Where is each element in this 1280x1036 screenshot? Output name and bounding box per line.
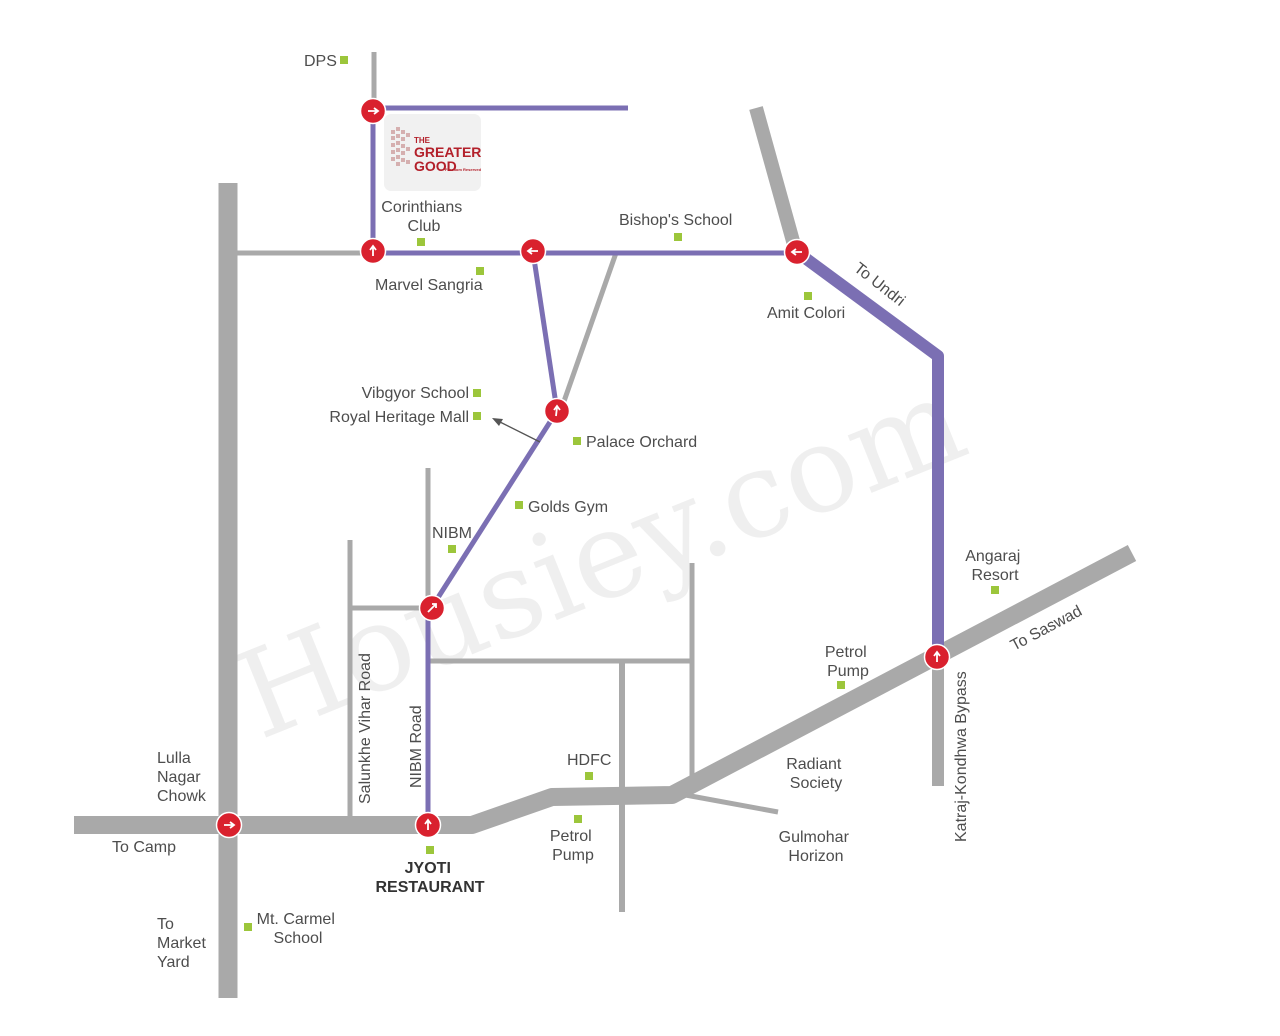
logo-mosaic-icon	[391, 127, 410, 166]
road-palace-branch	[559, 252, 619, 408]
svg-text:Freedom Reserved: Freedom Reserved	[445, 167, 482, 172]
label-golds-gym: Golds Gym	[528, 499, 608, 516]
label-amit-colori: Amit Colori	[767, 305, 845, 322]
svg-text:THE: THE	[414, 136, 431, 145]
label-lulla-nagar-chowk: Lulla Nagar Chowk	[157, 750, 207, 805]
route-palace-link	[530, 251, 560, 412]
road-camp-saswad	[74, 545, 1137, 834]
landmark-square	[448, 545, 456, 553]
marker-arrow-up-icon	[414, 811, 442, 839]
landmark-square	[473, 412, 481, 420]
landmark-square	[340, 56, 348, 64]
marker-arrow-right-icon	[359, 97, 387, 125]
landmark-square	[585, 772, 593, 780]
landmark-square	[573, 437, 581, 445]
landmark-square	[473, 389, 481, 397]
landmark-square	[244, 923, 252, 931]
direction-markers	[215, 97, 951, 839]
label-to-camp: To Camp	[112, 839, 176, 856]
route-undri-bypass	[793, 247, 944, 658]
svg-text:GOOD: GOOD	[414, 158, 457, 174]
road-undri-north	[749, 106, 803, 254]
label-corinthians-club: Corinthians Club	[381, 199, 466, 235]
landmark-square	[991, 586, 999, 594]
label-palace-orchard: Palace Orchard	[586, 434, 697, 451]
label-dps: DPS	[304, 53, 337, 70]
landmark-markers	[244, 56, 999, 931]
label-petrol-pump-east: Petrol Pump	[825, 644, 871, 680]
label-jyoti-restaurant: JYOTI RESTAURANT	[375, 860, 484, 896]
marker-arrow-up-icon	[923, 643, 951, 671]
landmark-square	[515, 501, 523, 509]
route-path	[370, 105, 944, 826]
route-diagonal-nibm	[429, 409, 560, 609]
royal-heritage-pointer	[492, 418, 541, 443]
label-royal-heritage-mall: Royal Heritage Mall	[329, 409, 469, 426]
label-petrol-pump-south: Petrol Pump	[550, 828, 596, 864]
label-angaraj-resort: Angaraj Resort	[965, 548, 1025, 584]
landmark-square	[476, 267, 484, 275]
svg-text:GREATER: GREATER	[414, 144, 481, 160]
landmark-square	[804, 292, 812, 300]
marker-arrow-up-icon	[543, 397, 571, 425]
label-vibgyor-school: Vibgyor School	[362, 385, 469, 402]
greater-good-logo: THE GREATER GOOD Freedom Reserved	[384, 114, 482, 191]
marker-arrow-up-right-icon	[418, 594, 446, 622]
label-katraj-kondhwa-bypass: Katraj-Kondhwa Bypass	[953, 671, 970, 842]
label-bishops-school: Bishop's School	[619, 212, 732, 229]
landmark-square	[674, 233, 682, 241]
marker-arrow-up-icon	[359, 237, 387, 265]
landmark-square	[837, 681, 845, 689]
label-radiant-society: Radiant Society	[786, 756, 846, 792]
landmark-square	[426, 846, 434, 854]
label-nibm-road: NIBM Road	[408, 705, 425, 788]
landmark-square	[574, 815, 582, 823]
label-nibm: NIBM	[432, 525, 472, 542]
label-to-market-yard: To Market Yard	[157, 916, 210, 971]
label-mt-carmel-school: Mt. Carmel School	[257, 911, 340, 947]
label-marvel-sangria: Marvel Sangria	[375, 277, 483, 294]
marker-arrow-left-icon	[519, 237, 547, 265]
road-gulmohar-branch	[679, 791, 779, 815]
label-hdfc: HDFC	[567, 752, 611, 769]
marker-arrow-left-icon	[783, 238, 811, 266]
gray-roads	[74, 52, 1137, 998]
marker-arrow-right-icon	[215, 811, 243, 839]
label-salunkhe-vihar-road: Salunkhe Vihar Road	[357, 653, 374, 804]
landmark-square	[417, 238, 425, 246]
label-gulmohar-horizon: Gulmohar Horizon	[779, 829, 854, 865]
